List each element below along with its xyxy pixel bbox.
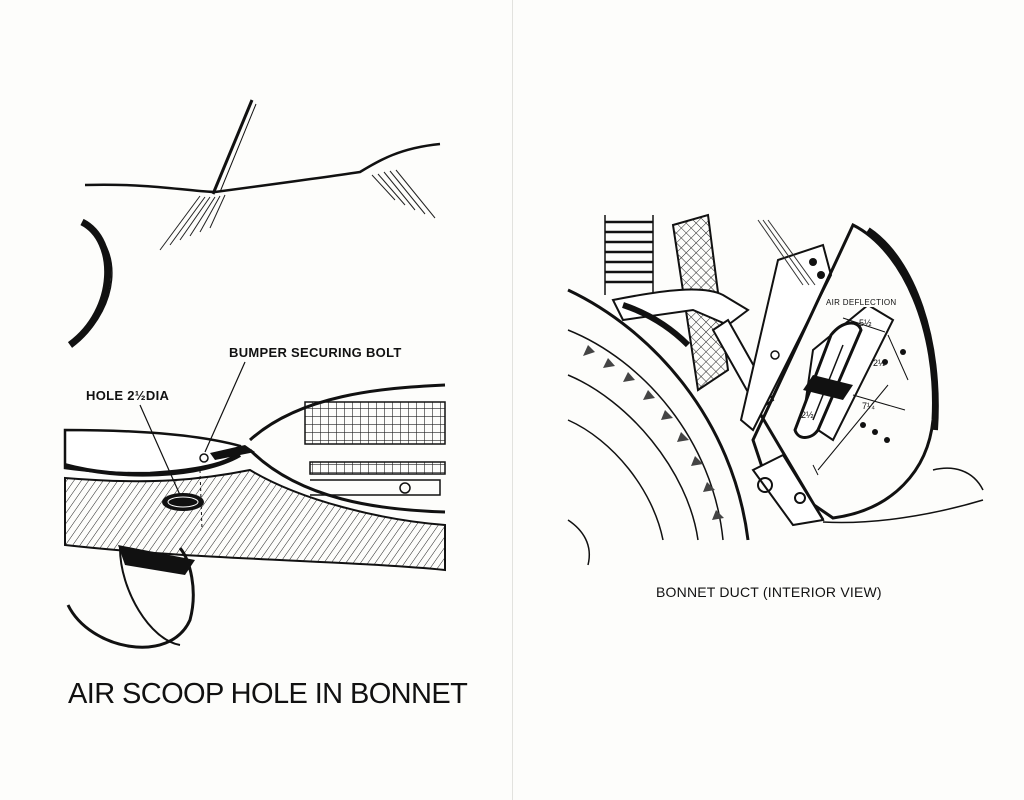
hole-diameter-label: HOLE 2½DIA [86,388,170,403]
bonnet-duct-illustration [567,213,984,566]
right-page-caption: BONNET DUCT (INTERIOR VIEW) [656,584,882,600]
bumper-securing-bolt-label: BUMPER SECURING BOLT [229,345,402,360]
page-gutter [512,0,513,800]
dimension-top-label: 5½ [859,318,872,328]
left-page: BUMPER SECURING BOLT HOLE 2½DIA AIR SCOO… [63,99,468,710]
right-page: AIR DEFLECTION 5½ 2½ 2½ 7¼ BONNET DUCT (… [513,0,1024,800]
air-deflection-label: AIR DEFLECTION [825,298,898,307]
air-scoop-illustration [63,99,446,649]
dimension-inner-label: 2½ [801,410,814,420]
dimension-long-label: 7¼ [862,401,875,411]
dimension-side-label: 2½ [873,358,886,368]
left-page-caption: AIR SCOOP HOLE IN BONNET [68,678,468,710]
